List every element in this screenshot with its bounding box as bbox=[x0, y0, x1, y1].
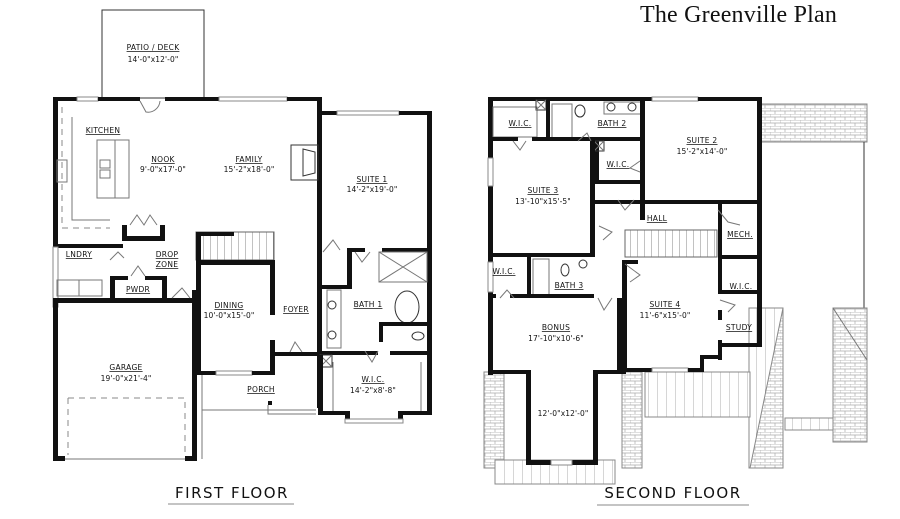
room-label: MECH. bbox=[727, 230, 753, 239]
room-dims: 12'-0"x12'-0" bbox=[538, 409, 589, 418]
room-dims: 14'-2"x8'-8" bbox=[350, 386, 396, 395]
room-dims: 15'-2"x18'-0" bbox=[224, 165, 275, 174]
room-dims: 19'-0"x21'-4" bbox=[101, 374, 152, 383]
room-label: BATH 1 bbox=[354, 300, 383, 309]
room-label: HALL bbox=[647, 214, 668, 223]
floor-label: SECOND FLOOR bbox=[604, 484, 741, 502]
room-label: PATIO / DECK bbox=[127, 43, 181, 52]
room-label: DINING bbox=[214, 301, 243, 310]
room-dims: 15'-2"x14'-0" bbox=[677, 147, 728, 156]
room-label: W.I.C. bbox=[607, 160, 630, 169]
room-label: FAMILY bbox=[235, 155, 262, 164]
second-floor-plan: W.I.C. BATH 2 SUITE 2 15'-2"x14'-0" W.I.… bbox=[483, 96, 868, 506]
room-dims: 11'-6"x15'-0" bbox=[640, 311, 691, 320]
room-label: PORCH bbox=[247, 385, 275, 394]
first-floor-plan: PATIO / DECK 14'-0"x12'-0" KITCHEN NOOK … bbox=[52, 9, 432, 505]
room-label: NOOK bbox=[151, 155, 175, 164]
room-label: W.I.C. bbox=[493, 267, 516, 276]
room-label: SUITE 4 bbox=[649, 300, 680, 309]
room-label: ZONE bbox=[156, 260, 179, 269]
patio-deck-outline bbox=[101, 9, 205, 99]
room-label: BONUS bbox=[542, 323, 570, 332]
room-label: W.I.C. bbox=[362, 375, 385, 384]
room-dims: 13'-10"x15'-5" bbox=[515, 197, 571, 206]
room-label: BATH 2 bbox=[598, 119, 627, 128]
brick-chimney-top bbox=[758, 103, 868, 143]
room-dims: 14'-0"x12'-0" bbox=[128, 55, 179, 64]
room-label: DROP bbox=[156, 250, 179, 259]
room-label: GARAGE bbox=[109, 363, 142, 372]
room-label: SUITE 3 bbox=[527, 186, 558, 195]
room-label: PWDR bbox=[126, 285, 150, 294]
room-label: STUDY bbox=[726, 323, 752, 332]
room-label: W.I.C. bbox=[730, 282, 753, 291]
plan-title: The Greenville Plan bbox=[640, 2, 838, 28]
room-label: BATH 3 bbox=[555, 281, 584, 290]
room-dims: 9'-0"x17'-0" bbox=[140, 165, 186, 174]
room-dims: 17'-10"x10'-6" bbox=[528, 334, 584, 343]
room-label: LNDRY bbox=[66, 250, 92, 259]
room-label: KITCHEN bbox=[86, 126, 121, 135]
room-label: SUITE 2 bbox=[686, 136, 717, 145]
room-dims: 10'-0"x15'-0" bbox=[204, 311, 255, 320]
room-dims: 14'-2"x19'-0" bbox=[347, 185, 398, 194]
room-label: FOYER bbox=[283, 305, 309, 314]
room-label: SUITE 1 bbox=[356, 175, 387, 184]
floor-label: FIRST FLOOR bbox=[175, 484, 289, 502]
room-label: W.I.C. bbox=[509, 119, 532, 128]
